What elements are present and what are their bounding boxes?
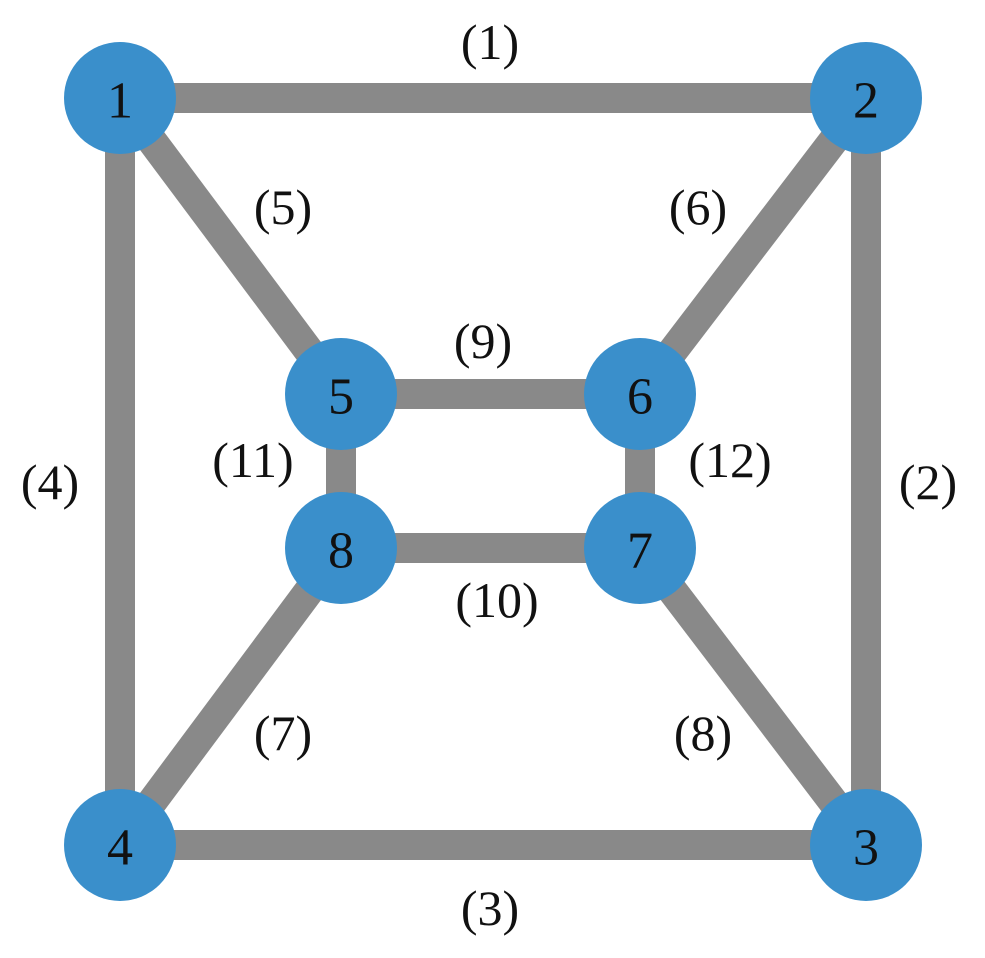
edge-label-2: (2) xyxy=(899,454,957,510)
node-label-6: 6 xyxy=(627,369,653,426)
edge-1-5 xyxy=(107,89,354,403)
node-label-8: 8 xyxy=(328,523,354,580)
node-5: 5 xyxy=(285,338,397,450)
node-label-2: 2 xyxy=(853,73,879,130)
node-circle-6 xyxy=(584,338,696,450)
edge-2-6 xyxy=(628,88,878,404)
edge-labels-layer: (1) (2) (3) (4) (5) (6) (7) (8) (9) (10) (11) (12) xyxy=(21,14,957,936)
edge-label-3: (3) xyxy=(461,880,519,936)
node-circle-4 xyxy=(64,789,176,901)
edge-label-12: (12) xyxy=(688,432,771,488)
nodes-layer: 1 2 3 4 5 6 7 8 xyxy=(64,42,922,901)
node-3: 3 xyxy=(810,789,922,901)
node-label-1: 1 xyxy=(107,73,133,130)
node-label-3: 3 xyxy=(853,820,879,877)
node-circle-7 xyxy=(584,492,696,604)
node-6: 6 xyxy=(584,338,696,450)
node-label-7: 7 xyxy=(627,523,653,580)
node-2: 2 xyxy=(810,42,922,154)
edge-label-10: (10) xyxy=(455,572,538,628)
node-circle-3 xyxy=(810,789,922,901)
edge-label-9: (9) xyxy=(454,313,512,369)
node-1: 1 xyxy=(64,42,176,154)
node-circle-2 xyxy=(810,42,922,154)
node-label-4: 4 xyxy=(107,820,133,877)
edge-label-11: (11) xyxy=(212,432,293,488)
node-circle-8 xyxy=(285,492,397,604)
edge-label-7: (7) xyxy=(254,705,312,761)
edge-3-7 xyxy=(628,538,878,855)
edge-label-6: (6) xyxy=(669,179,727,235)
node-8: 8 xyxy=(285,492,397,604)
edge-label-4: (4) xyxy=(21,454,79,510)
edge-4-8 xyxy=(107,539,354,854)
node-label-5: 5 xyxy=(328,369,354,426)
node-circle-1 xyxy=(64,42,176,154)
edge-label-8: (8) xyxy=(674,705,732,761)
edge-label-5: (5) xyxy=(254,179,312,235)
edge-label-1: (1) xyxy=(461,14,519,70)
node-circle-5 xyxy=(285,338,397,450)
node-4: 4 xyxy=(64,789,176,901)
node-7: 7 xyxy=(584,492,696,604)
